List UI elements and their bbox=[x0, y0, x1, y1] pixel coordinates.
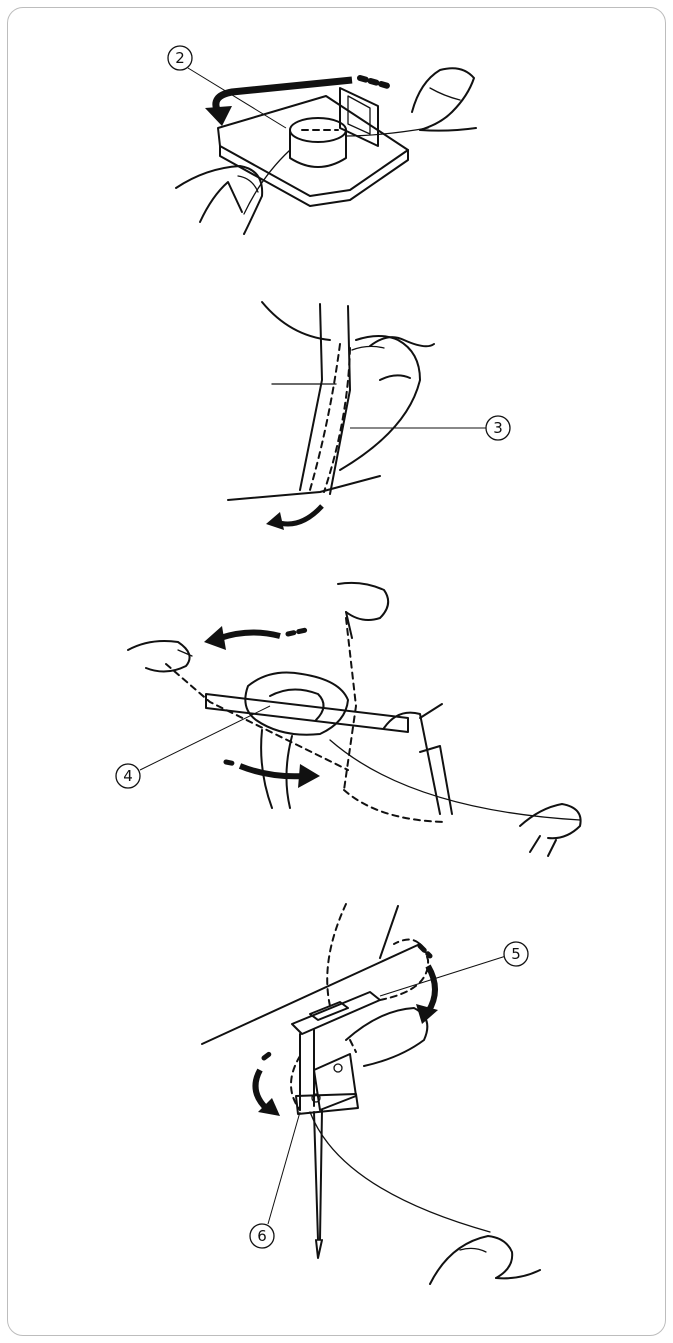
svg-text:4: 4 bbox=[123, 767, 133, 785]
hand-icon bbox=[175, 165, 264, 235]
callout-4: 4 bbox=[115, 763, 141, 789]
hand-icon bbox=[337, 581, 390, 639]
svg-text:2: 2 bbox=[175, 49, 185, 67]
needle-icon bbox=[313, 1109, 323, 1259]
callout-5: 5 bbox=[503, 941, 529, 967]
hand-icon bbox=[127, 640, 193, 673]
svg-text:5: 5 bbox=[511, 945, 521, 963]
curved-arrow-icon bbox=[266, 504, 324, 530]
hand-icon bbox=[351, 336, 435, 381]
curved-arrow-icon bbox=[416, 943, 438, 1024]
thread-spool-icon bbox=[289, 117, 347, 168]
curved-arrow-icon bbox=[204, 626, 309, 650]
callout-6: 6 bbox=[249, 1223, 275, 1249]
hand-icon bbox=[519, 803, 582, 857]
hand-icon bbox=[429, 1235, 541, 1285]
hand-icon bbox=[411, 67, 477, 132]
curved-arrow-icon bbox=[223, 759, 320, 788]
callout-3: 3 bbox=[485, 415, 511, 441]
svg-text:6: 6 bbox=[257, 1227, 267, 1245]
panel-spool-guide: 2 bbox=[167, 45, 477, 235]
panel-thread-channel: 3 bbox=[227, 301, 511, 530]
svg-text:3: 3 bbox=[493, 419, 503, 437]
manual-page-frame bbox=[7, 7, 666, 1336]
curved-arrow-icon bbox=[252, 1049, 280, 1116]
curved-arrow-icon bbox=[205, 75, 391, 126]
panel-needle-threading: 5 6 bbox=[201, 903, 541, 1285]
panel-take-up-lever: 4 bbox=[115, 581, 582, 857]
callout-2: 2 bbox=[167, 45, 193, 71]
